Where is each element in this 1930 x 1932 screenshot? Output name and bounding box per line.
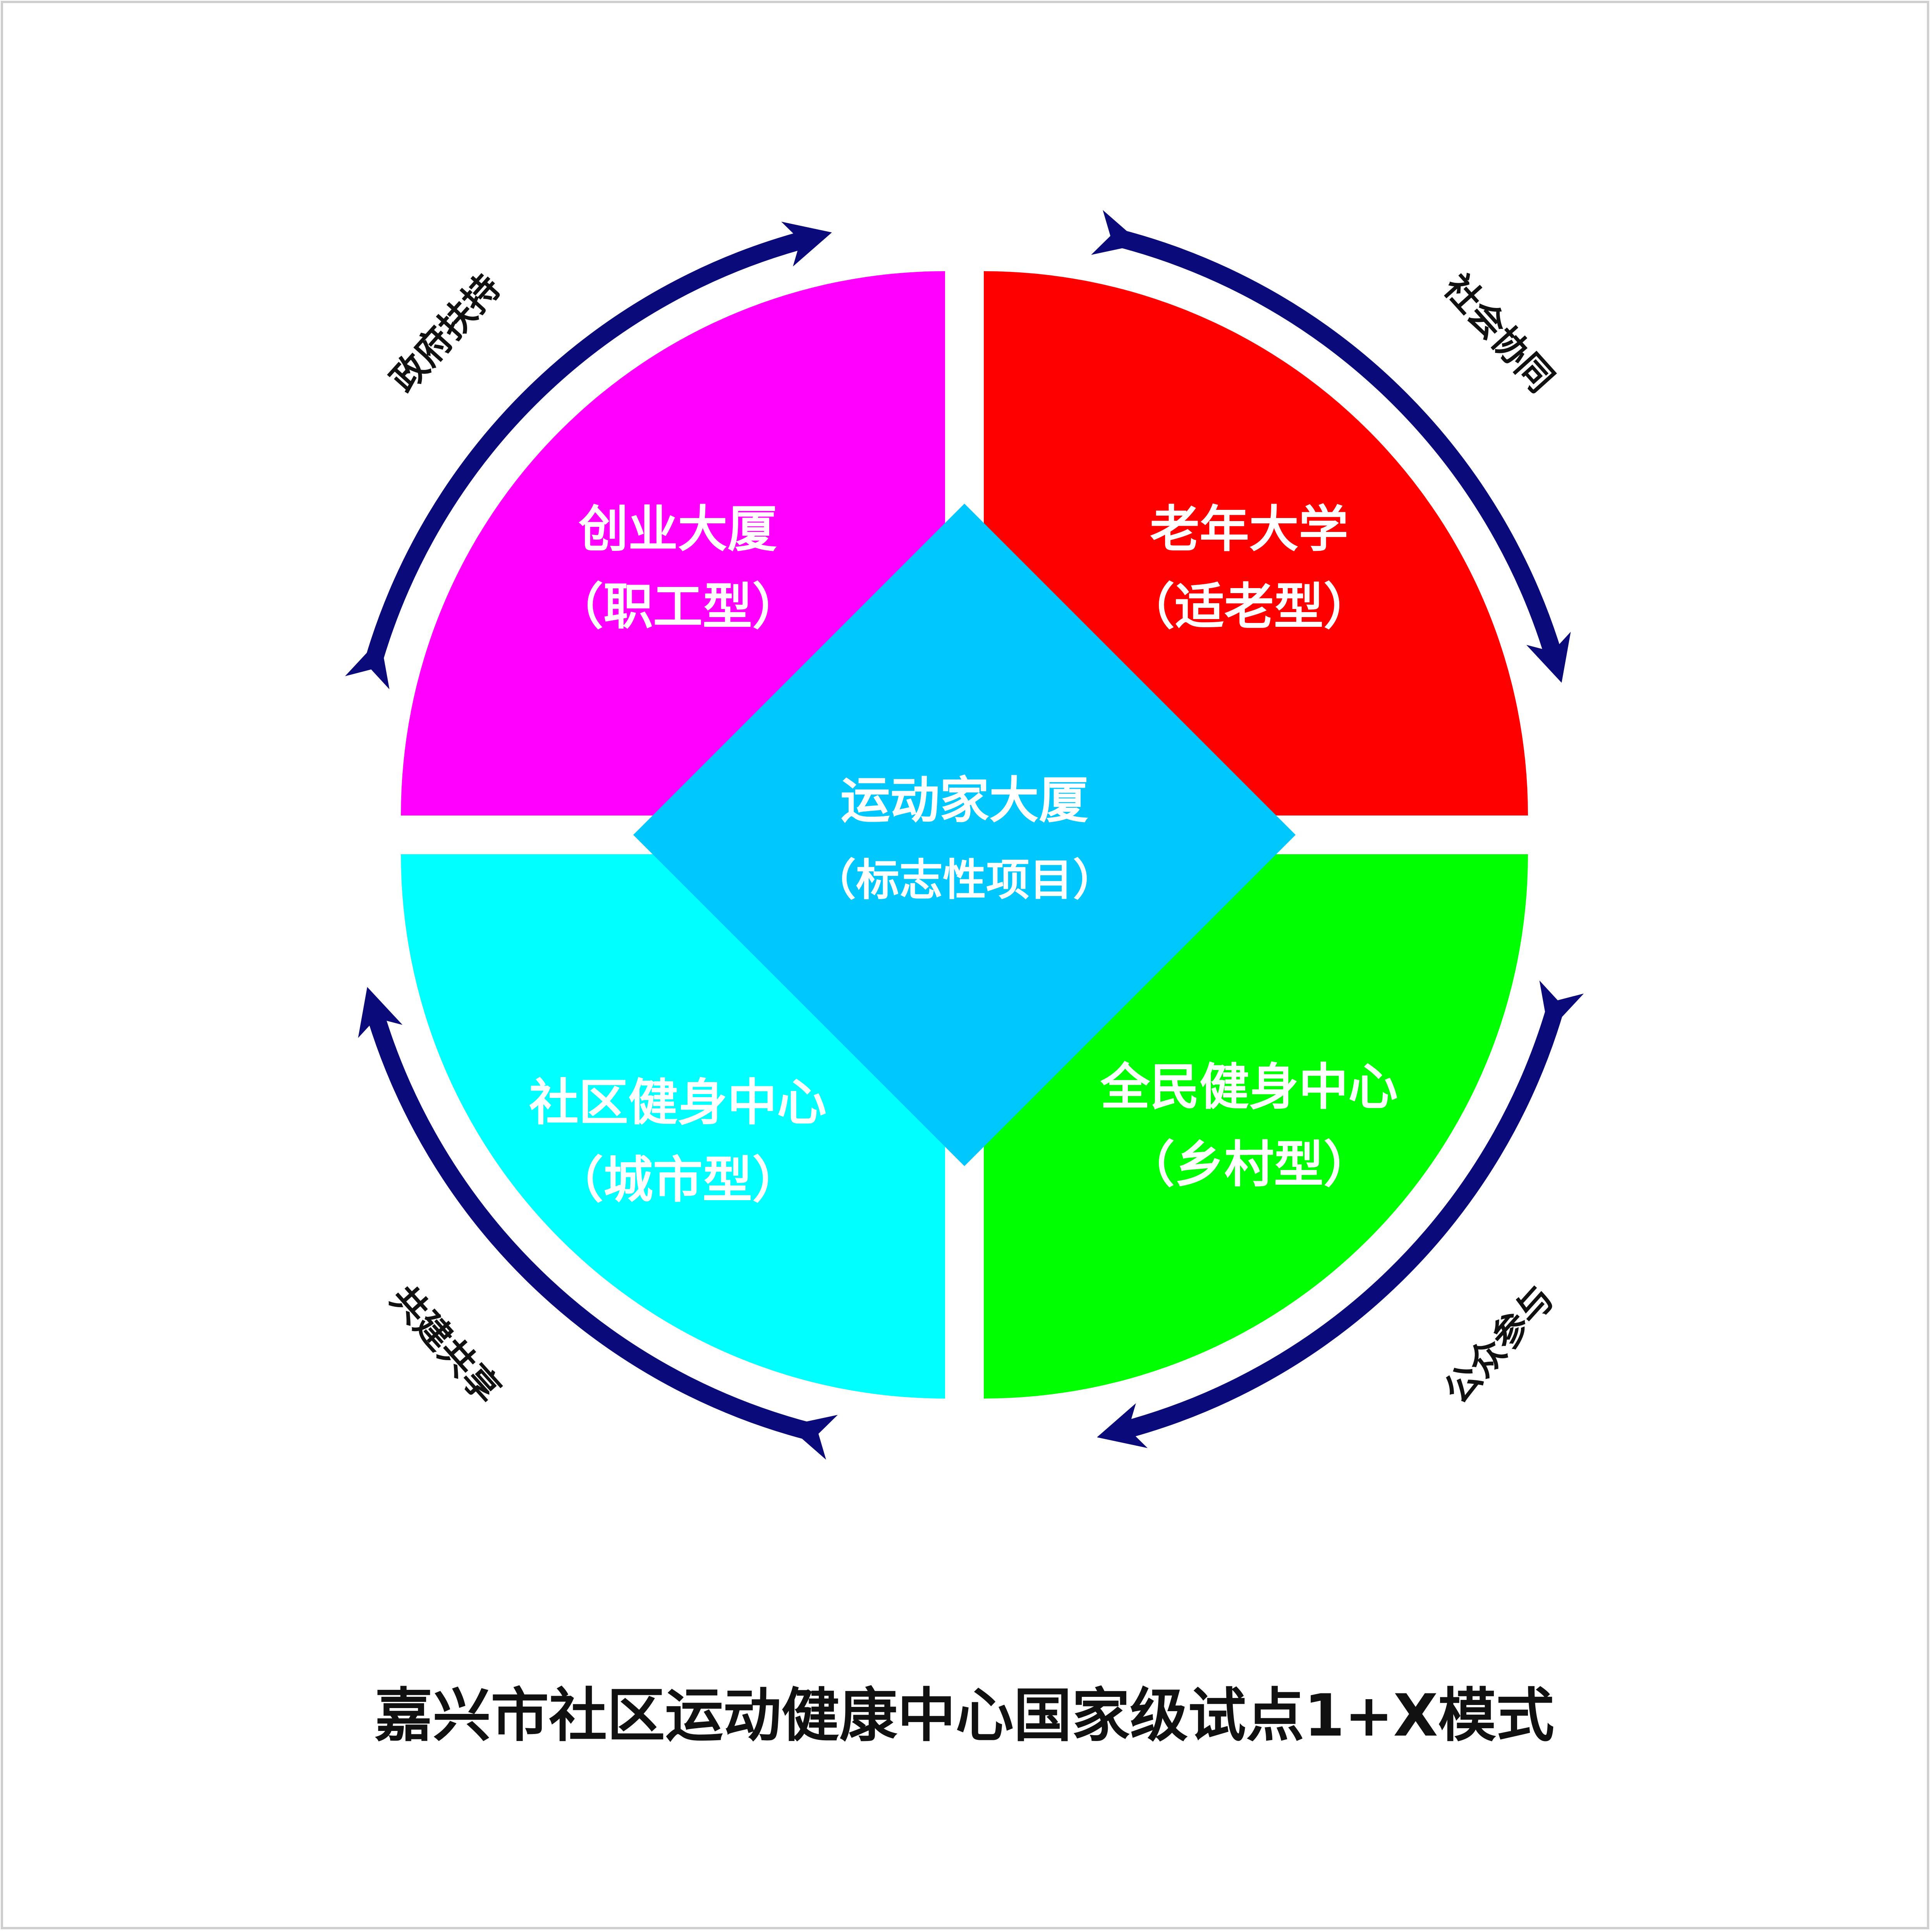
quadrant-top-right-title: 老年大学 — [1150, 501, 1348, 558]
quadrant-bottom-left-title: 社区健身中心 — [529, 1074, 827, 1132]
arrow-top-left — [345, 222, 832, 690]
quadrant-bottom-right-title: 全民健身中心 — [1100, 1058, 1398, 1116]
arc-label-top-left: 政府扶持 — [382, 267, 509, 400]
arrow-top-right — [1091, 210, 1571, 683]
quadrant-top-left-subtitle: （职工型） — [554, 578, 802, 636]
center-subtitle: （标志性项目） — [813, 855, 1116, 905]
quadrant-bottom-left-subtitle: （城市型） — [554, 1151, 802, 1209]
center-title: 运动家大厦 — [840, 772, 1088, 829]
arc-label-bottom-left: 共建共享 — [382, 1278, 509, 1411]
diagram-title: 嘉兴市社区运动健康中心国家级试点1+X模式 — [375, 1682, 1554, 1750]
arc-label-bottom-right: 公众参与 — [1436, 1278, 1562, 1411]
arrow-bottom-right — [1097, 980, 1584, 1448]
quadrant-top-left-title: 创业大厦 — [579, 501, 777, 558]
arrow-bottom-left — [358, 987, 838, 1460]
quadrant-top-right-subtitle: （适老型） — [1125, 578, 1373, 636]
quadrant-bottom-right-subtitle: （乡村型） — [1125, 1136, 1373, 1194]
arc-label-top-right: 社会协同 — [1436, 267, 1562, 400]
